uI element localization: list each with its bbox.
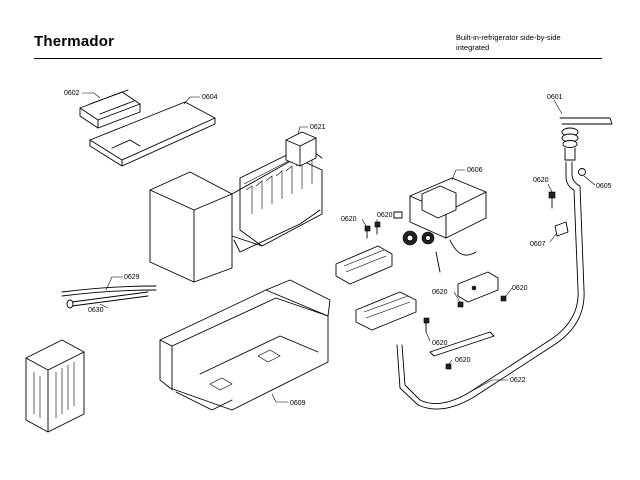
part-0605-clip[interactable] bbox=[578, 168, 586, 176]
part-0620-screw-c[interactable] bbox=[374, 221, 381, 235]
description-line-2: integrated bbox=[456, 43, 490, 52]
brand-title: Thermador bbox=[34, 33, 115, 50]
part-0620-screw-d[interactable] bbox=[457, 301, 464, 308]
label-0620-a: 0620 bbox=[341, 216, 357, 223]
part-0607-clip[interactable] bbox=[554, 221, 569, 237]
label-0601: 0601 bbox=[547, 94, 563, 101]
part-heater-strip[interactable] bbox=[429, 331, 495, 357]
part-0602-bracket[interactable] bbox=[79, 89, 141, 129]
label-0602: 0602 bbox=[64, 90, 80, 97]
part-0620-screw-b[interactable] bbox=[364, 225, 371, 239]
part-0629-wire[interactable] bbox=[61, 285, 157, 297]
part-ice-bin[interactable] bbox=[25, 339, 85, 433]
label-0630: 0630 bbox=[88, 307, 104, 314]
part-mounting-plate-c[interactable] bbox=[457, 271, 499, 303]
diagram-description: Built-in-refrigerator side-by-side integ… bbox=[456, 33, 616, 53]
part-mounting-plate-a[interactable] bbox=[335, 245, 393, 285]
header-rule bbox=[34, 58, 602, 59]
part-0609-mounting-tray[interactable] bbox=[159, 279, 331, 411]
part-0601-water-tube[interactable] bbox=[396, 117, 613, 410]
label-0620-e: 0620 bbox=[512, 285, 528, 292]
part-0604-cover[interactable] bbox=[89, 101, 216, 167]
label-0604: 0604 bbox=[202, 94, 218, 101]
label-0609: 0609 bbox=[290, 400, 306, 407]
label-0621: 0621 bbox=[310, 124, 326, 131]
label-0606: 0606 bbox=[467, 167, 483, 174]
part-0630-wire[interactable] bbox=[66, 291, 149, 309]
label-0620-f: 0620 bbox=[432, 340, 448, 347]
part-0620-screw-f[interactable] bbox=[423, 317, 430, 333]
part-0606-water-valve[interactable] bbox=[393, 177, 487, 273]
label-0620-b: 0620 bbox=[377, 212, 393, 219]
part-icemaker-assembly[interactable] bbox=[149, 131, 323, 283]
label-0620-d: 0620 bbox=[432, 289, 448, 296]
part-mounting-plate-b[interactable] bbox=[355, 291, 417, 331]
part-0620-screw-g[interactable] bbox=[445, 363, 452, 370]
description-line-1: Built-in-refrigerator side-by-side bbox=[456, 33, 561, 42]
label-0629: 0629 bbox=[124, 274, 140, 281]
part-0620-screw-e[interactable] bbox=[500, 295, 507, 302]
label-0607: 0607 bbox=[530, 241, 546, 248]
label-0620-g: 0620 bbox=[455, 357, 471, 364]
part-0620-screw-a[interactable] bbox=[548, 191, 556, 209]
label-0622: 0622 bbox=[510, 377, 526, 384]
leader-lines bbox=[82, 92, 596, 403]
label-0620-c: 0620 bbox=[533, 177, 549, 184]
label-0605: 0605 bbox=[596, 183, 612, 190]
part-labels: 0602 0604 0621 0601 0606 0620 0620 0620 … bbox=[64, 90, 612, 407]
